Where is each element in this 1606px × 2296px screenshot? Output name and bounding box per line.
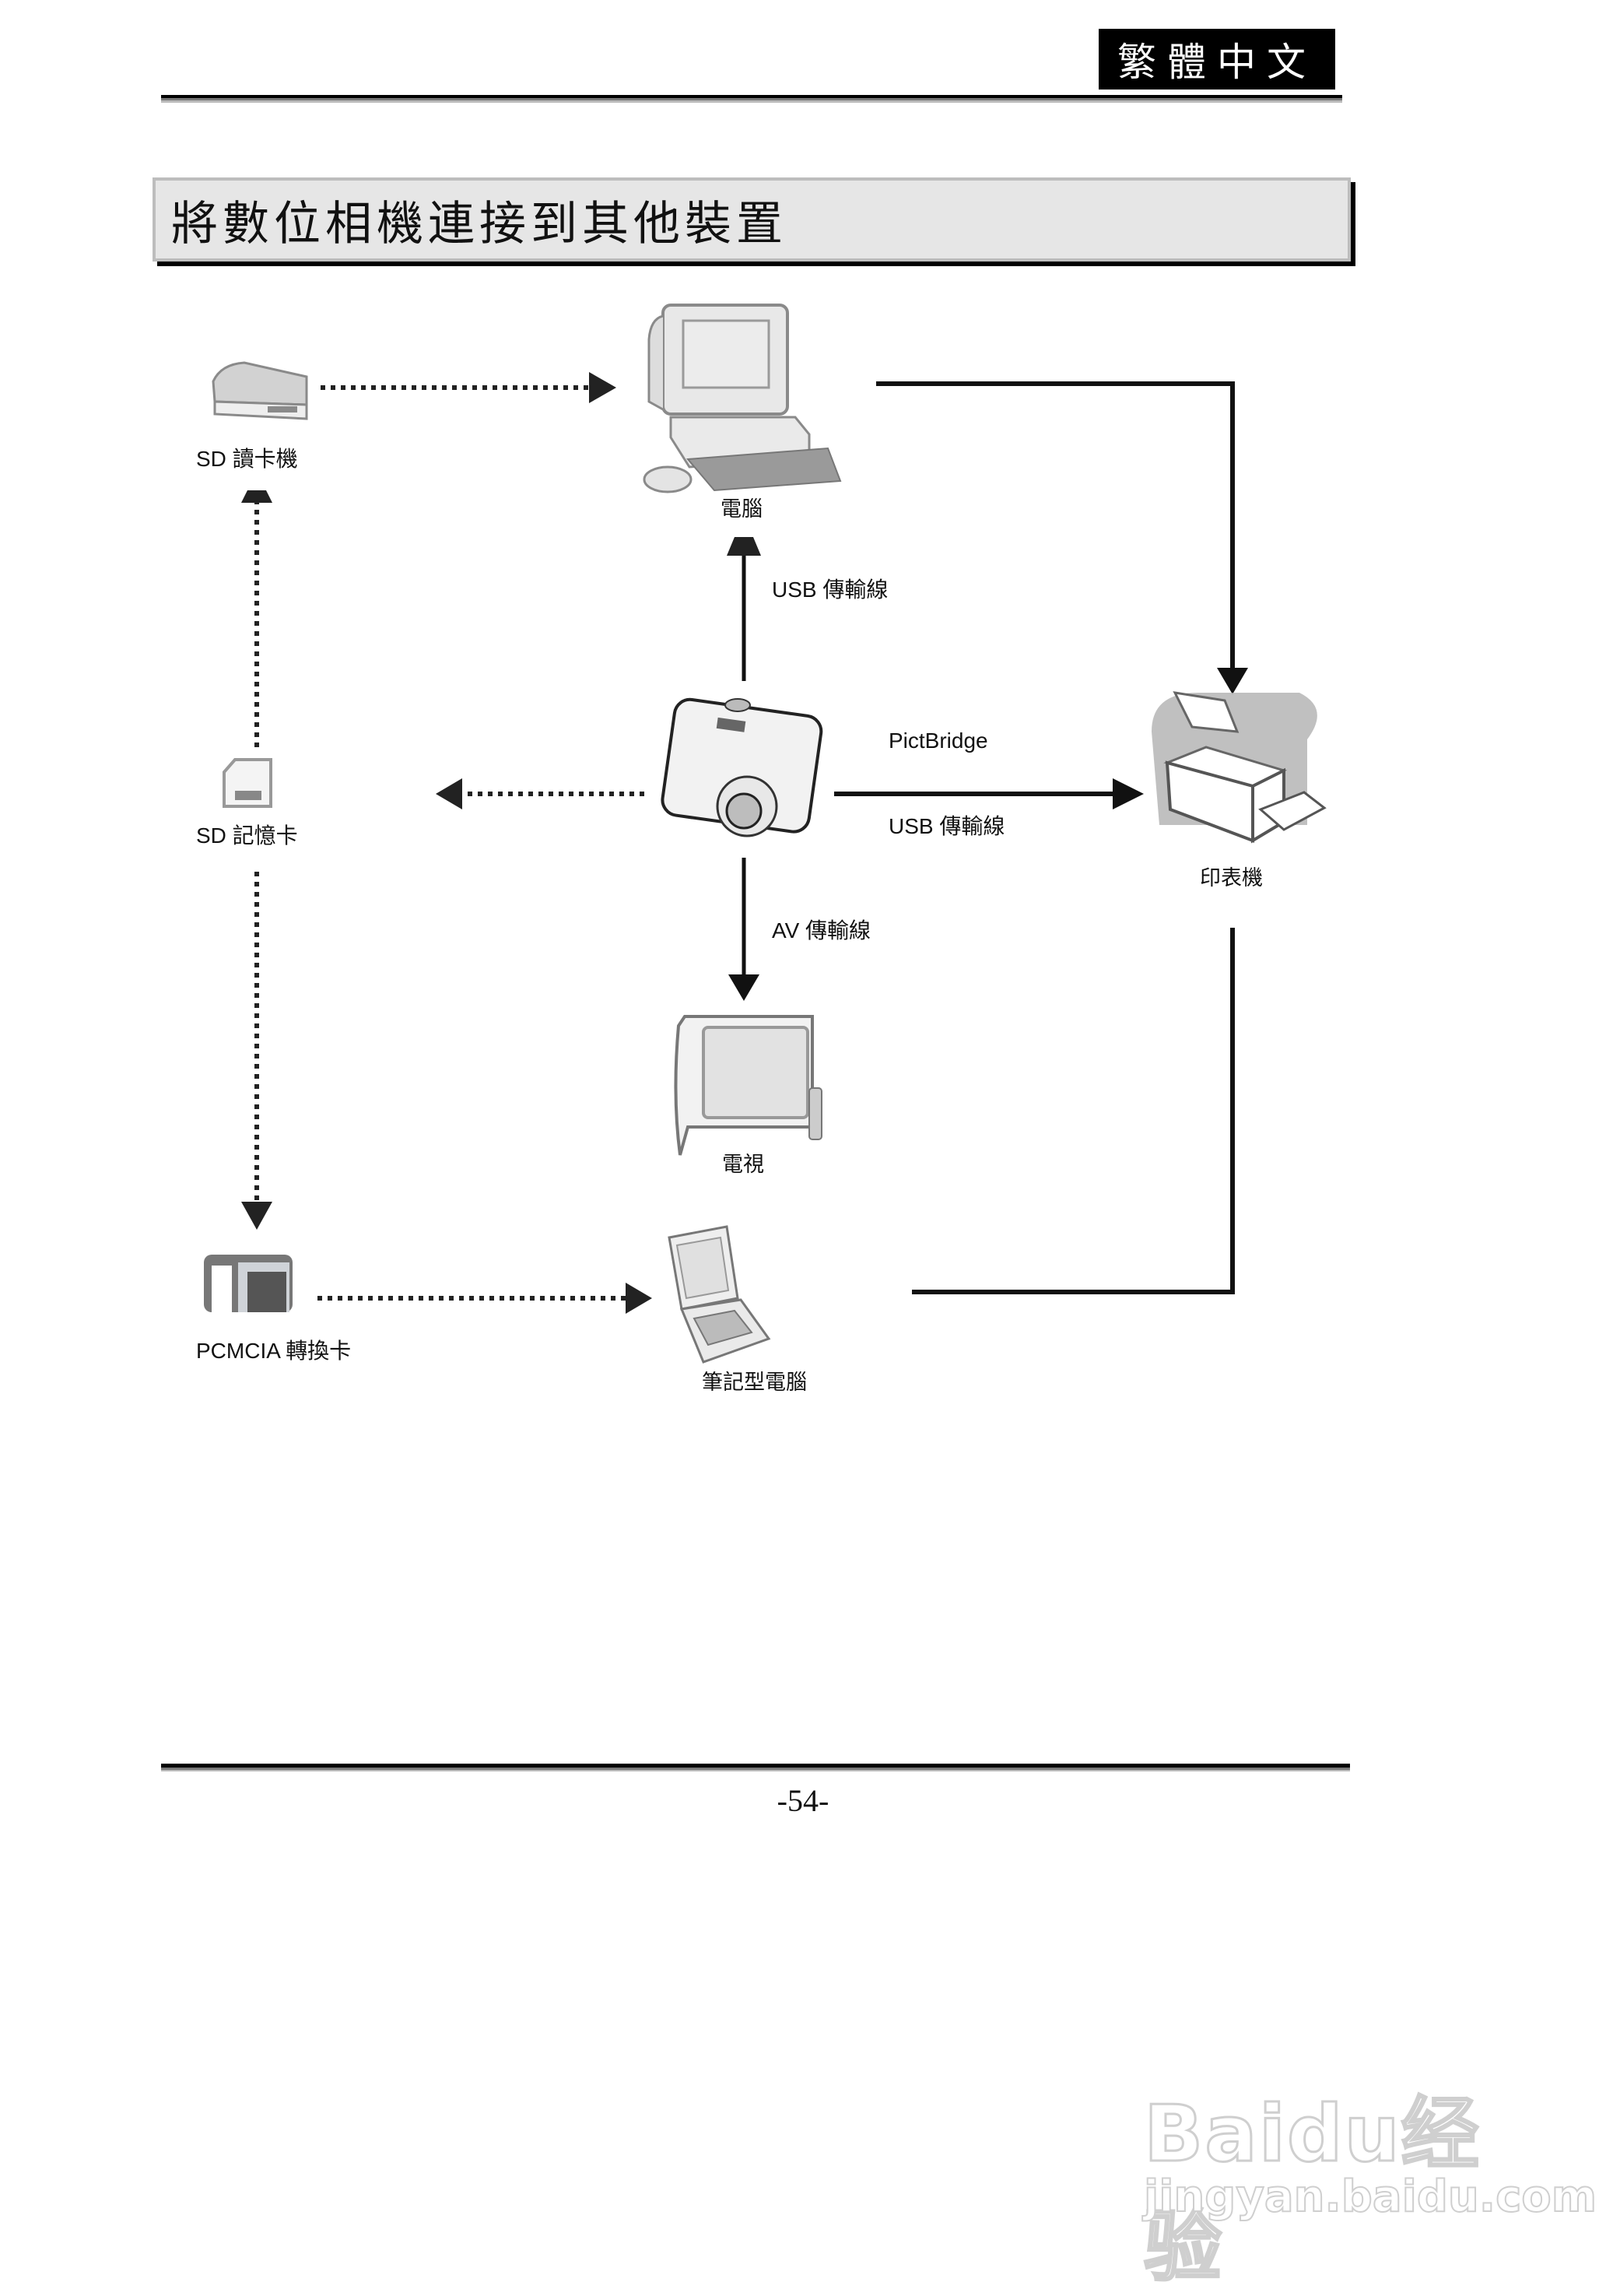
arrow-sdcard-to-sdreader (241, 490, 272, 747)
page-number: -54- (777, 1783, 829, 1818)
card-reader-icon (212, 361, 308, 420)
arrow-camera-to-printer (834, 778, 1144, 809)
watermark-logo: Baidu经验 (1143, 2087, 1481, 2294)
arrow-sdreader-to-computer (321, 372, 616, 403)
arrow-camera-to-computer (727, 537, 761, 681)
arrow-camera-to-tv (728, 858, 759, 1001)
label-pcmcia: PCMCIA 轉換卡 (196, 1339, 352, 1363)
arrow-sdcard-to-pcmcia (241, 872, 272, 1230)
line-laptop-to-printer (912, 928, 1235, 1294)
label-tv: 電視 (722, 1153, 764, 1177)
printer-icon (1152, 691, 1327, 844)
desktop-computer-icon (643, 304, 842, 493)
label-av-cable: AV 傳輸線 (772, 918, 871, 943)
arrow-camera-to-sdcard (436, 778, 644, 809)
sd-card-icon (223, 758, 272, 808)
baidu-watermark: Baidu经验 jingyan.baidu.com (1143, 2024, 1598, 2294)
television-icon (674, 1015, 822, 1156)
label-usb-cable-computer: USB 傳輸線 (772, 578, 889, 602)
pcmcia-adapter-icon (204, 1255, 293, 1312)
footer-rule (161, 1764, 1350, 1771)
label-sd-reader: SD 讀卡機 (196, 447, 298, 471)
laptop-icon (668, 1225, 771, 1364)
header-rule (161, 95, 1342, 103)
label-sd-card: SD 記憶卡 (196, 823, 298, 848)
language-badge: 繁體中文 (1099, 29, 1335, 90)
arrow-pcmcia-to-laptop (317, 1283, 652, 1314)
line-computer-to-printer (876, 381, 1248, 694)
label-laptop: 筆記型電腦 (702, 1371, 807, 1395)
connection-diagram: SD 讀卡機 電腦 USB 傳輸線 PictBridge USB 傳輸線 印表機… (165, 296, 1348, 1401)
digital-camera-icon (661, 697, 823, 837)
section-title: 將數位相機連接到其他裝置 (153, 177, 1351, 262)
label-computer: 電腦 (721, 497, 763, 521)
label-usb-cable-printer: USB 傳輸線 (889, 814, 1005, 838)
watermark-url: jingyan.baidu.com (1143, 2171, 1597, 2223)
label-printer: 印表機 (1200, 866, 1263, 890)
label-pictbridge: PictBridge (889, 728, 988, 753)
